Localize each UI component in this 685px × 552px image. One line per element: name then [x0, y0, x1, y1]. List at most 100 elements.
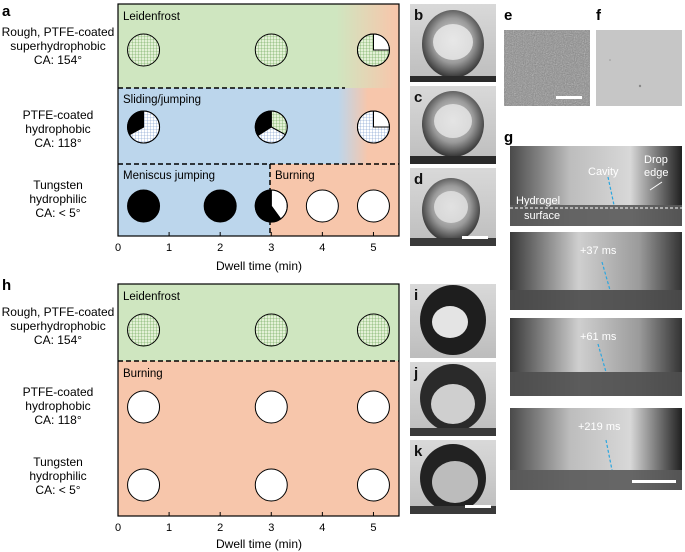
- pie-marker: [254, 390, 288, 424]
- photo-b: b: [410, 4, 496, 82]
- pie-slice: [254, 313, 288, 347]
- x-tick-label: 5: [370, 522, 376, 534]
- x-tick-label: 2: [217, 242, 223, 254]
- panel-a: a Leidenfrost Sliding/jumping Meniscus j…: [2, 3, 400, 273]
- panel-label-a: a: [2, 3, 11, 20]
- pie-marker: [305, 189, 339, 223]
- x-tick-label: 3: [268, 242, 274, 254]
- pie-slice: [127, 189, 161, 223]
- row-label-line: CA: < 5°: [35, 483, 80, 497]
- x-tick-label: 1: [166, 242, 172, 254]
- panel-label-g: g: [504, 129, 513, 146]
- row-label-line: superhydrophobic: [10, 319, 105, 333]
- g-frame-3: +61 ms: [510, 318, 682, 396]
- photo-i: i: [410, 284, 496, 358]
- pie-markers-a: [127, 33, 390, 223]
- x-tick-label: 0: [115, 522, 121, 534]
- row-label-line: hydrophobic: [25, 399, 90, 413]
- annotation-time: +219 ms: [578, 421, 621, 433]
- pie-slice: [356, 189, 390, 223]
- x-tick-label: 1: [166, 522, 172, 534]
- row-label-line: PTFE-coated: [23, 108, 94, 122]
- pie-marker: [356, 468, 390, 502]
- scale-bar: [465, 505, 491, 508]
- panel-h: h Leidenfrost Burning Rough, PTFE-coated…: [2, 277, 400, 551]
- pie-marker: [127, 313, 161, 347]
- photo-k: k: [410, 440, 496, 514]
- region-label-sliding: Sliding/jumping: [123, 94, 201, 106]
- droplet-photos-ijk: i j k: [410, 284, 496, 514]
- pie-marker: [254, 468, 288, 502]
- pie-marker: [127, 33, 161, 67]
- row-label-line: CA: 118°: [34, 413, 81, 427]
- pie-slice: [305, 189, 339, 223]
- panel-label-b: b: [414, 7, 423, 24]
- panel-label-d: d: [414, 171, 423, 188]
- pie-marker: [127, 390, 161, 424]
- pie-marker: [254, 110, 288, 144]
- region-label-burning: Burning: [275, 170, 315, 182]
- scale-bar: [632, 480, 676, 483]
- pie-outline: [127, 110, 161, 144]
- scale-bar: [462, 236, 488, 239]
- pie-outline: [356, 33, 390, 67]
- annotation-edge: edge: [644, 167, 668, 179]
- pie-slice: [254, 468, 288, 502]
- g-frame-1: Cavity Drop edge Hydrogel surface: [510, 146, 682, 226]
- region-label-leidenfrost: Leidenfrost: [123, 291, 181, 303]
- row-label-line: hydrophilic: [29, 192, 86, 206]
- panel-label-j: j: [413, 365, 418, 382]
- panel-label-f: f: [596, 7, 602, 24]
- pie-slice: [356, 390, 390, 424]
- pie-marker: [356, 110, 390, 144]
- micrograph-f: f: [596, 7, 682, 106]
- row-labels-h: Rough, PTFE-coated superhydrophobic CA: …: [2, 305, 115, 497]
- row-label-line: superhydrophobic: [10, 39, 105, 53]
- panel-label-c: c: [414, 89, 422, 106]
- pie-marker: [254, 313, 288, 347]
- row-label-line: CA: 154°: [34, 53, 82, 67]
- panel-label-e: e: [504, 7, 512, 24]
- g-frame-4: +219 ms: [510, 408, 682, 490]
- pie-slice: [127, 313, 161, 347]
- annotation-surface: surface: [524, 210, 560, 222]
- pie-slice: [127, 468, 161, 502]
- annotation-cavity: Cavity: [588, 166, 619, 178]
- annotation-hydrogel: Hydrogel: [516, 195, 560, 207]
- pie-outline: [254, 189, 288, 223]
- pie-outline: [356, 110, 390, 144]
- annotation-drop: Drop: [644, 154, 668, 166]
- region-label-meniscus: Meniscus jumping: [123, 170, 215, 182]
- row-label-line: CA: 118°: [34, 136, 81, 150]
- pie-slice: [356, 468, 390, 502]
- pie-marker: [356, 390, 390, 424]
- x-tick-label: 4: [319, 522, 325, 534]
- annotation-time: +61 ms: [580, 331, 617, 343]
- pie-markers-h: [127, 313, 390, 502]
- pie-outline: [254, 110, 288, 144]
- pie-slice: [203, 189, 237, 223]
- pie-marker: [254, 33, 288, 67]
- micrograph-e: e: [504, 7, 590, 106]
- pie-slice: [127, 390, 161, 424]
- row-label-line: PTFE-coated: [23, 385, 94, 399]
- pie-marker: [127, 110, 161, 144]
- photo-c: c: [410, 86, 496, 164]
- region-label-burning: Burning: [123, 368, 163, 380]
- row-label-line: hydrophobic: [25, 122, 90, 136]
- pie-marker: [356, 33, 390, 67]
- row-label-line: CA: 154°: [34, 333, 82, 347]
- x-axis-label-a: Dwell time (min): [216, 259, 302, 273]
- photo-d: d: [410, 168, 496, 246]
- pie-marker: [203, 189, 237, 223]
- row-label-line: hydrophilic: [29, 469, 86, 483]
- pie-slice: [356, 313, 390, 347]
- row-labels-a: Rough, PTFE-coated superhydrophobic CA: …: [2, 25, 115, 220]
- x-tick-label: 5: [370, 242, 376, 254]
- row-label-line: Tungsten: [33, 178, 83, 192]
- row-label-line: Rough, PTFE-coated: [2, 25, 115, 39]
- x-axis-label-h: Dwell time (min): [216, 537, 302, 551]
